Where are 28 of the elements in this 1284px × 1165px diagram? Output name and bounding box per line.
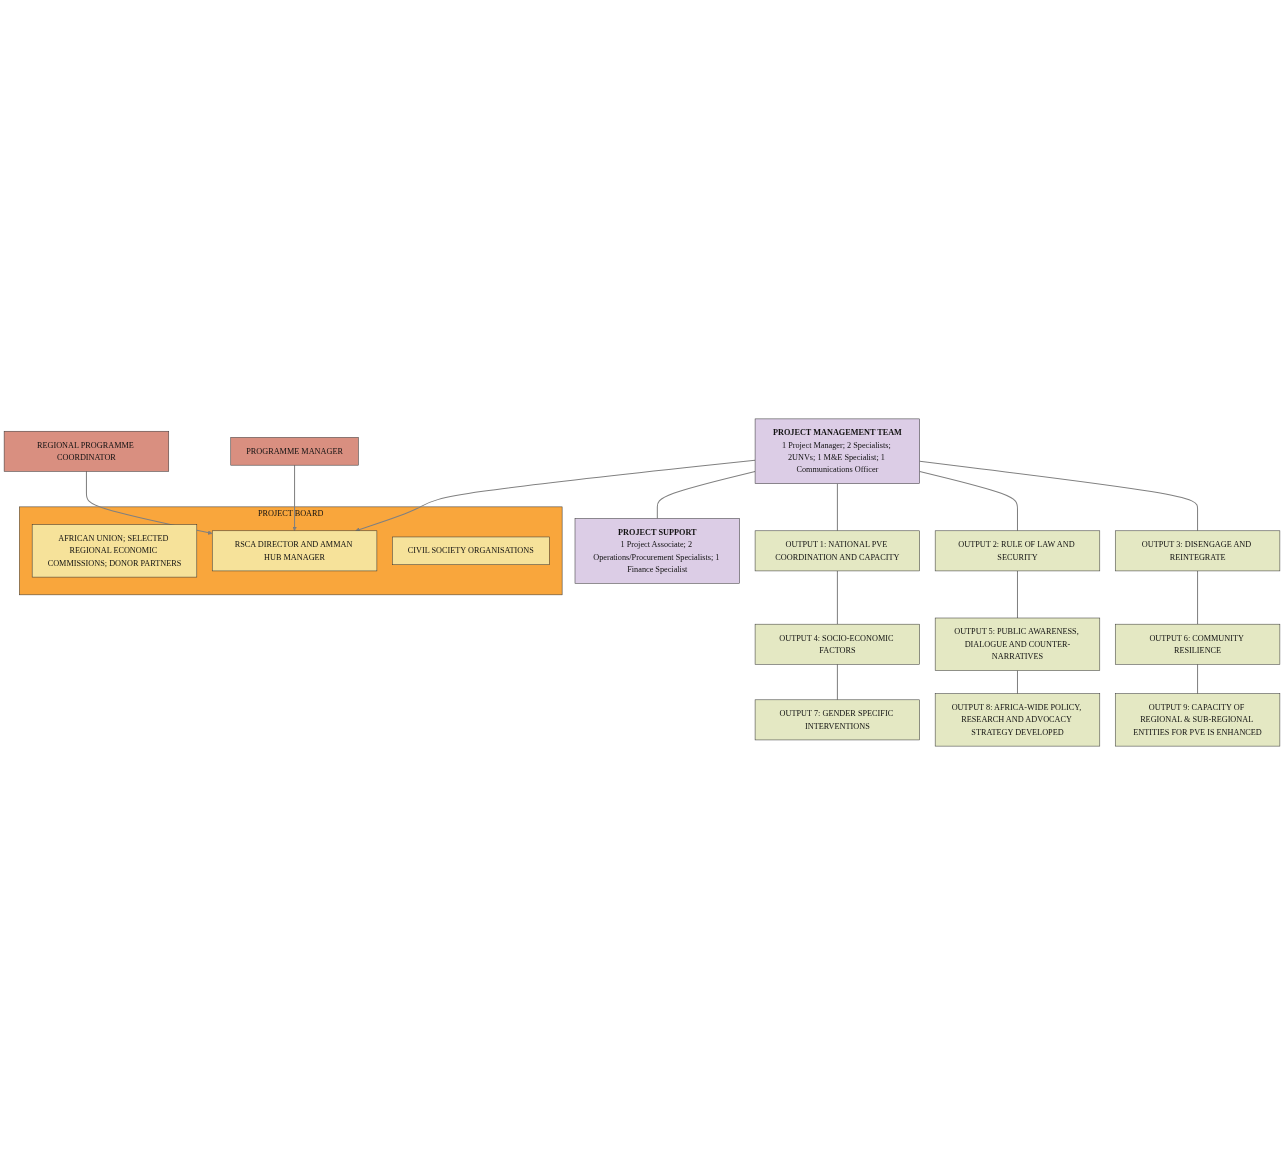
- node-box: OUTPUT 4: SOCIO-ECONOMIC FACTORS: [754, 623, 920, 665]
- connector: [1016, 570, 1018, 619]
- arrow: [292, 464, 297, 531]
- node-box: PROJECT SUPPORT 1 Project Associate; 2 Operations/Procurement Specialists; 1 Finance Specialist: [574, 518, 740, 584]
- node-box: REGIONAL PROGRAMME COORDINATOR: [3, 430, 169, 472]
- connector: [919, 470, 1018, 532]
- node-box: PROGRAMME MANAGER: [230, 437, 359, 466]
- connector: [836, 483, 838, 532]
- node-box: OUTPUT 6: COMMUNITY RESILIENCE: [1115, 623, 1281, 665]
- node-box: OUTPUT 1: NATIONAL PVE COORDINATION AND CAPACITY: [754, 530, 920, 572]
- connector: [656, 470, 756, 519]
- node-box: OUTPUT 3: DISENGAGE AND REINTEGRATE: [1115, 530, 1281, 572]
- connector: [836, 570, 838, 625]
- node-box: RSCA DIRECTOR AND AMMAN HUB MANAGER: [212, 530, 378, 572]
- node-box: OUTPUT 5: PUBLIC AWARENESS, DIALOGUE AND COUNTER-NARRATIVES: [934, 617, 1101, 671]
- connector: [919, 460, 1199, 532]
- connector: [1197, 663, 1199, 695]
- node-box: AFRICAN UNION; SELECTED REGIONAL ECONOMIC COMMISSIONS; DONOR PARTNERS: [31, 524, 198, 578]
- node-box: OUTPUT 8: AFRICA-WIDE POLICY, RESEARCH AND ADVOCACY STRATEGY DEVELOPED: [934, 693, 1101, 747]
- connector: [1197, 570, 1199, 625]
- connector: [836, 663, 838, 701]
- node-box: OUTPUT 9: CAPACITY OF REGIONAL & SUB-REGIONAL ENTITIES FOR PVE IS ENHANCED: [1115, 693, 1281, 747]
- node-box: PROJECT MANAGEMENT TEAM 1 Project Manager; 2 Specialists; 2UNVs; 1 M&E Specialist; 1 Communications Officer: [754, 418, 920, 484]
- arrow: [355, 459, 756, 532]
- connector: [1016, 669, 1018, 695]
- node-box: OUTPUT 7: GENDER SPECIFIC INTERVENTIONS: [754, 699, 920, 741]
- node-box: CIVIL SOCIETY ORGANISATIONS: [392, 536, 550, 565]
- node-box: OUTPUT 2: RULE OF LAW AND SECURITY: [934, 530, 1101, 572]
